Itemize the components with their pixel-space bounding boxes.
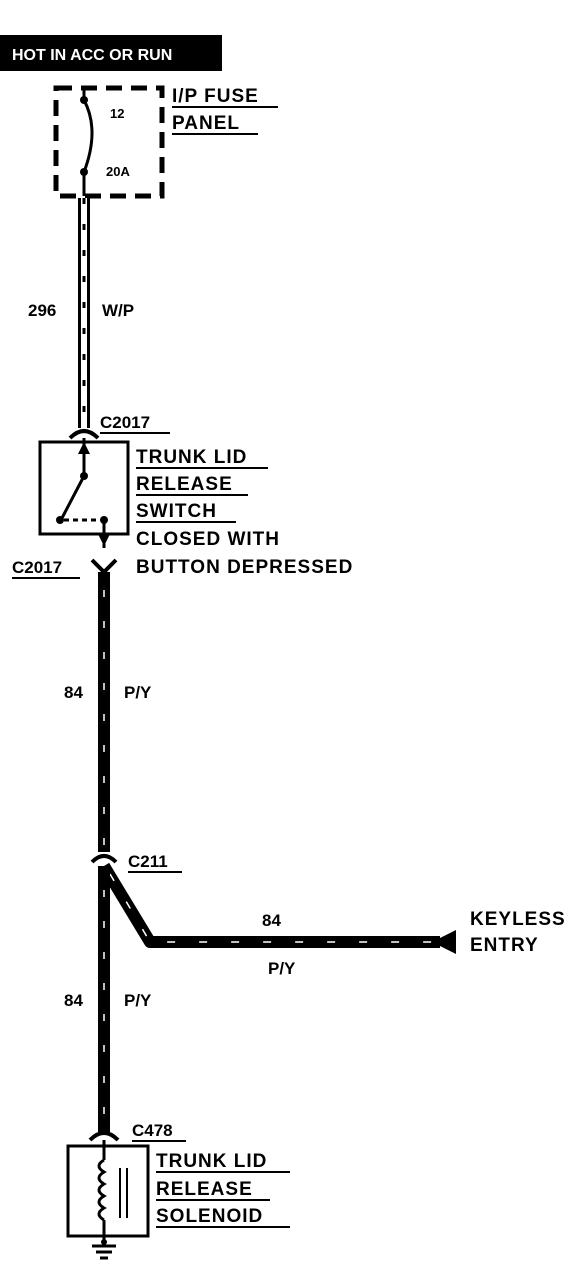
fuse-rating: 20A: [106, 164, 130, 179]
power-source-label: HOT IN ACC OR RUN: [12, 47, 172, 64]
trunk-lid-release-switch: [38, 438, 130, 548]
connector-c211-label: C211: [128, 852, 168, 871]
connector-c478-label: C478: [132, 1121, 173, 1140]
ground-icon: [92, 1244, 116, 1260]
trunk-lid-release-solenoid: [66, 1140, 150, 1245]
wire-296-color: W/P: [102, 301, 134, 320]
wire-84-keyless-branch: [98, 862, 456, 954]
wire-84-upper-circuit: 84: [64, 683, 83, 702]
solenoid-coil-icon: [97, 1158, 107, 1222]
keyless-entry-label-line2: ENTRY: [470, 935, 539, 956]
keyless-entry-connector-icon: [432, 930, 456, 954]
connector-c2017-bottom-label: C2017: [12, 558, 62, 577]
connector-c2017-top-label: C2017: [100, 413, 150, 432]
solenoid-label-line3: SOLENOID: [156, 1206, 263, 1227]
switch-label-line2: RELEASE: [136, 474, 233, 495]
switch-label-line1: TRUNK LID: [136, 447, 247, 468]
wire-84-lower-circuit: 84: [64, 991, 83, 1010]
switch-blade-icon: [60, 475, 86, 519]
fuse-panel-label-line2: PANEL: [172, 113, 240, 134]
switch-note-line2: BUTTON DEPRESSED: [136, 557, 353, 578]
wire-84-lower-color: P/Y: [124, 991, 152, 1010]
fuse-panel-label-line1: I/P FUSE: [172, 86, 259, 107]
keyless-entry-label-line1: KEYLESS: [470, 909, 566, 930]
fuse-number: 12: [110, 106, 124, 121]
wire-84-keyless-circuit: 84: [262, 911, 281, 930]
fuse-element-icon: [82, 99, 94, 173]
wire-84-keyless-color: P/Y: [268, 959, 296, 978]
connector-c2017-bottom-icon: [90, 558, 118, 575]
connector-c211-icon: [90, 854, 118, 864]
wire-84-upper-color: P/Y: [124, 683, 152, 702]
switch-note-line1: CLOSED WITH: [136, 529, 280, 550]
solenoid-label-line1: TRUNK LID: [156, 1151, 267, 1172]
solenoid-label-line2: RELEASE: [156, 1179, 253, 1200]
connector-c2017-top-icon: [68, 429, 100, 440]
wire-296-circuit: 296: [28, 301, 56, 320]
connector-c478-icon: [88, 1131, 120, 1142]
switch-label-line3: SWITCH: [136, 501, 217, 522]
fuse-panel: 12 20A: [53, 85, 165, 199]
power-source-banner: HOT IN ACC OR RUN: [0, 35, 222, 71]
